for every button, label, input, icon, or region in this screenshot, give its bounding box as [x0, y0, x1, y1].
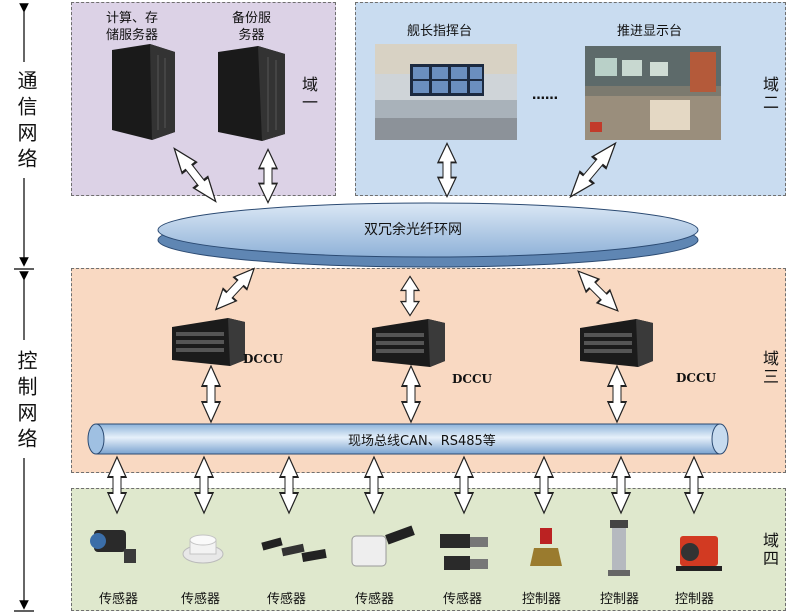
sensor-valves: [440, 534, 488, 570]
domain-3-label: 域三: [760, 350, 779, 386]
domain-4-label: 域四: [760, 532, 779, 568]
dccu-label-3: DCCU: [676, 371, 716, 385]
dccu-unit-1: [172, 318, 245, 366]
sensor-smoke: [182, 534, 224, 564]
side-label-control: 控制网络: [12, 346, 41, 458]
device-label-6: 控制器: [522, 592, 562, 607]
dccu-label-1: DCCU: [243, 352, 283, 366]
device-label-8: 控制器: [675, 592, 715, 607]
server-compute: [112, 44, 175, 140]
domain-2-label: 域二: [760, 76, 779, 112]
server-backup-label: 备份服 务器: [232, 11, 272, 43]
sensor-duct: [351, 525, 415, 567]
sensor-probes: [261, 537, 327, 563]
domain-1-label: 域一: [299, 76, 318, 112]
console-command-label: 舰长指挥台: [407, 24, 473, 39]
dccu-unit-3: [580, 319, 653, 367]
console-ellipsis: ……: [532, 88, 558, 103]
side-label-communication: 通信网络: [12, 66, 41, 178]
device-label-2: 传感器: [181, 592, 221, 607]
device-label-3: 传感器: [267, 592, 307, 607]
device-label-7: 控制器: [600, 592, 640, 607]
sensor-camera: [90, 530, 136, 563]
controller-pump: [608, 520, 630, 576]
controller-generator: [676, 536, 722, 571]
device-label-4: 传感器: [355, 592, 395, 607]
device-label-1: 传感器: [99, 592, 139, 607]
ring-network: [157, 202, 699, 268]
fieldbus-label: 现场总线CAN、RS485等: [348, 434, 496, 449]
console-propulsion-label: 推进显示台: [617, 24, 683, 39]
ring-network-label: 双冗余光纤环网: [364, 222, 462, 238]
dccu-unit-2: [372, 319, 445, 367]
console-propulsion-photo: [585, 46, 721, 140]
fieldbus-pipe: [87, 423, 729, 455]
dccu-label-2: DCCU: [452, 372, 492, 386]
controller-valve: [530, 528, 562, 566]
server-compute-label: 计算、存 储服务器: [106, 11, 159, 43]
side-axis: [14, 3, 34, 612]
server-backup: [218, 46, 285, 141]
console-command-photo: [375, 44, 517, 140]
device-label-5: 传感器: [443, 592, 483, 607]
